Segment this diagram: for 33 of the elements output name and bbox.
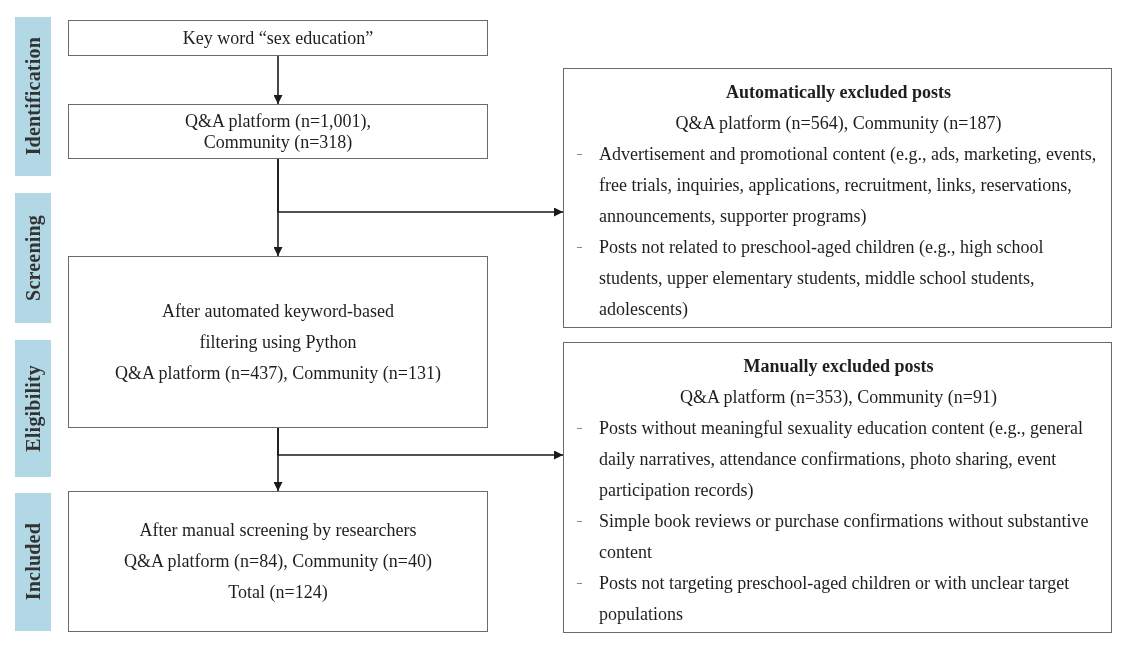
stage-label: Screening	[21, 215, 45, 301]
exclusion-box	[563, 68, 1112, 328]
stage-band	[15, 193, 51, 323]
criterion-text: Posts not related to preschool-aged children (e.g., high school students, upper elementary students, middle school students, adolescents)	[599, 236, 1045, 321]
count-text: Q&A platform (n=84), Community (n=40)	[124, 550, 432, 573]
exclusion-box	[563, 342, 1112, 633]
step-text: After manual screening by researchers	[139, 519, 417, 542]
count-text: Total (n=124)	[228, 581, 328, 604]
box-heading: Manually excluded posts	[742, 355, 935, 378]
stage-label: Eligibility	[21, 365, 45, 452]
stage-band	[15, 17, 51, 176]
process-box	[68, 20, 488, 56]
arrow	[273, 55, 283, 105]
criterion-text: Posts not targeting preschool-aged children or with unclear target populations	[599, 572, 1071, 626]
stage-label: Included	[21, 523, 45, 601]
box-heading: Automatically excluded posts	[725, 81, 952, 104]
criterion-text: Advertisement and promotional content (e.g., ads, marketing, events, free trials, inquiries, applications, recruitment, links, reservations, announcements, supporter programs)	[599, 143, 1098, 228]
step-text: Key word “sex education”	[182, 26, 374, 50]
step-text: After automated keyword-based filtering using Python	[161, 299, 395, 354]
arrow	[273, 427, 283, 492]
count-text: Q&A platform (n=437), Community (n=131)	[115, 361, 441, 385]
criterion-text: Posts without meaningful sexuality education content (e.g., general daily narratives, attendance confirmations, photo sharing, event participation records)	[599, 417, 1084, 502]
stage-label: Identification	[21, 37, 45, 156]
criterion-text: Simple book reviews or purchase confirmations without substantive content	[599, 510, 1090, 564]
arrow	[273, 158, 283, 257]
process-box	[68, 491, 488, 632]
count-text: Q&A platform (n=353), Community (n=91)	[679, 386, 998, 409]
stage-band	[15, 493, 51, 631]
process-box	[68, 104, 488, 159]
count-text: Q&A platform (n=564), Community (n=187)	[674, 112, 1003, 135]
process-box	[68, 256, 488, 428]
stage-band	[15, 340, 51, 477]
step-text: Q&A platform (n=1,001), Community (n=318)	[183, 110, 373, 153]
